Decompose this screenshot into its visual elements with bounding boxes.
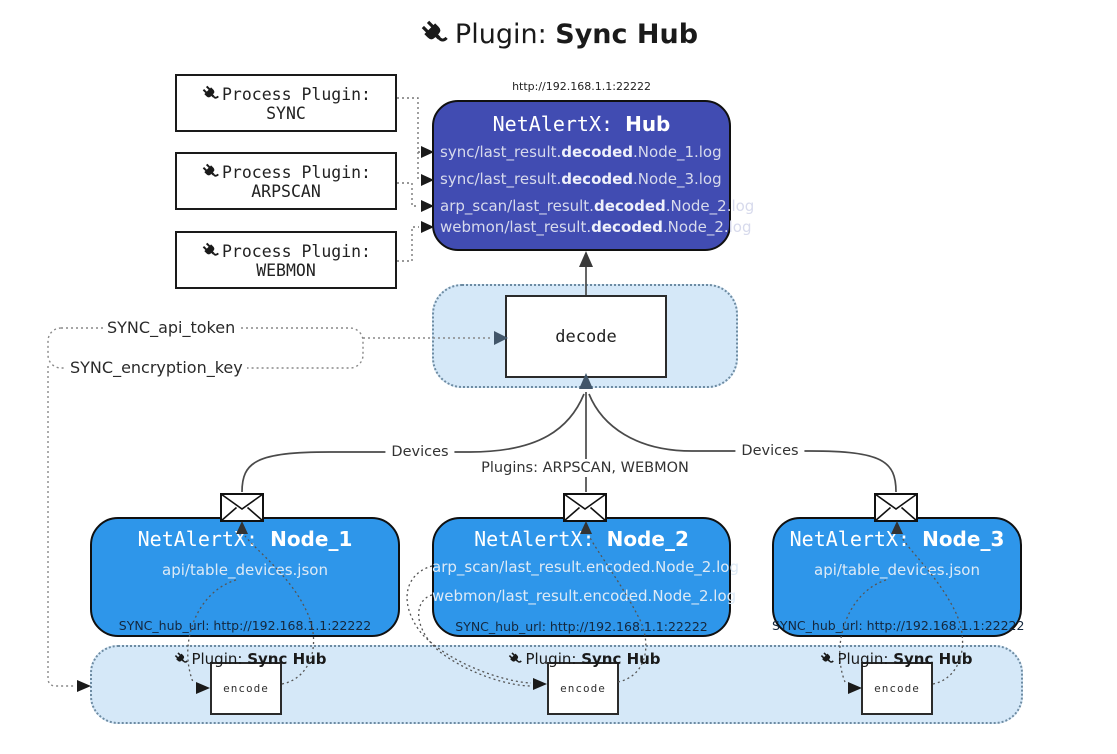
node1-file: api/table_devices.json: [162, 561, 328, 579]
envelope-icon: [563, 493, 607, 522]
plug-icon: [819, 650, 835, 667]
envelope-icon: [220, 493, 264, 522]
process-plugin-name: WEBMON: [256, 260, 316, 280]
process-plugin-label: Process Plugin:: [177, 161, 395, 182]
arrowhead-up-into-hub: [579, 251, 593, 267]
hub-log-line: webmon/last_result.decoded.Node_2.log: [440, 218, 752, 236]
encode-plugin-label: Plugin: Sync Hub: [507, 650, 661, 668]
edge-label-devices-left: Devices: [385, 443, 455, 461]
page-title-prefix: Plugin:: [454, 19, 556, 50]
process-plugin-box-sync: Process Plugin: SYNC: [175, 74, 397, 132]
node2-file: arp_scan/last_result.encoded.Node_2.log: [432, 558, 739, 576]
plug-icon: [200, 161, 221, 181]
sync-api-token-label: SYNC_api_token: [103, 318, 240, 337]
encode-box: encode: [210, 662, 282, 715]
envelope-icon: [874, 493, 918, 522]
process-plugin-name: SYNC: [266, 103, 306, 123]
plug-icon: [418, 17, 450, 49]
edge-label-plugins: Plugins: ARPSCAN, WEBMON: [475, 459, 695, 477]
encode-box: encode: [547, 662, 619, 715]
node3-box: [772, 517, 1022, 637]
node1-title: NetAlertX: Node_1: [137, 527, 353, 551]
encode-box: encode: [861, 662, 933, 715]
hub-title: NetAlertX: Hub: [492, 112, 671, 136]
hub-url: http://192.168.1.1:22222: [512, 80, 651, 93]
encode-plugin-label: Plugin: Sync Hub: [819, 650, 973, 668]
process-plugin-box-webmon: Process Plugin: WEBMON: [175, 231, 397, 289]
sync-encryption-key-label: SYNC_encryption_key: [66, 358, 247, 377]
process-plugin-label: Process Plugin:: [177, 240, 395, 261]
node1-hub-url: SYNC_hub_url: http://192.168.1.1:22222: [118, 618, 372, 633]
encode-plugin-label: Plugin: Sync Hub: [173, 650, 327, 668]
process-plugin-label: Process Plugin:: [177, 83, 395, 104]
page-title-bold: Sync Hub: [555, 19, 699, 50]
plug-icon: [507, 650, 523, 667]
hub-log-line: sync/last_result.decoded.Node_1.log: [440, 143, 722, 161]
node3-file: api/table_devices.json: [814, 561, 980, 579]
process-plugin-box-arpscan: Process Plugin: ARPSCAN: [175, 152, 397, 210]
arrowhead-into-band: [77, 680, 91, 692]
connector-plugins-to-hub: [397, 97, 420, 262]
process-plugin-name: ARPSCAN: [251, 181, 321, 201]
plug-icon: [200, 240, 221, 260]
edge-label-devices-right: Devices: [735, 442, 805, 460]
decode-box: decode: [505, 295, 667, 378]
hub-log-line: arp_scan/last_result.decoded.Node_2.log: [440, 197, 755, 215]
node2-file: webmon/last_result.encoded.Node_2.log: [432, 587, 737, 605]
node3-hub-url: SYNC_hub_url: http://192.168.1.1:22222: [772, 618, 1025, 633]
hub-box: [432, 100, 731, 251]
node2-hub-url: SYNC_hub_url: http://192.168.1.1:22222: [455, 619, 708, 634]
hub-log-line: sync/last_result.decoded.Node_3.log: [440, 170, 722, 188]
plug-icon: [173, 650, 189, 667]
node2-title: NetAlertX: Node_2: [474, 527, 689, 551]
plug-icon: [200, 83, 221, 103]
node3-title: NetAlertX: Node_3: [789, 527, 1005, 551]
page-title: Plugin: Sync Hub: [0, 17, 1117, 50]
